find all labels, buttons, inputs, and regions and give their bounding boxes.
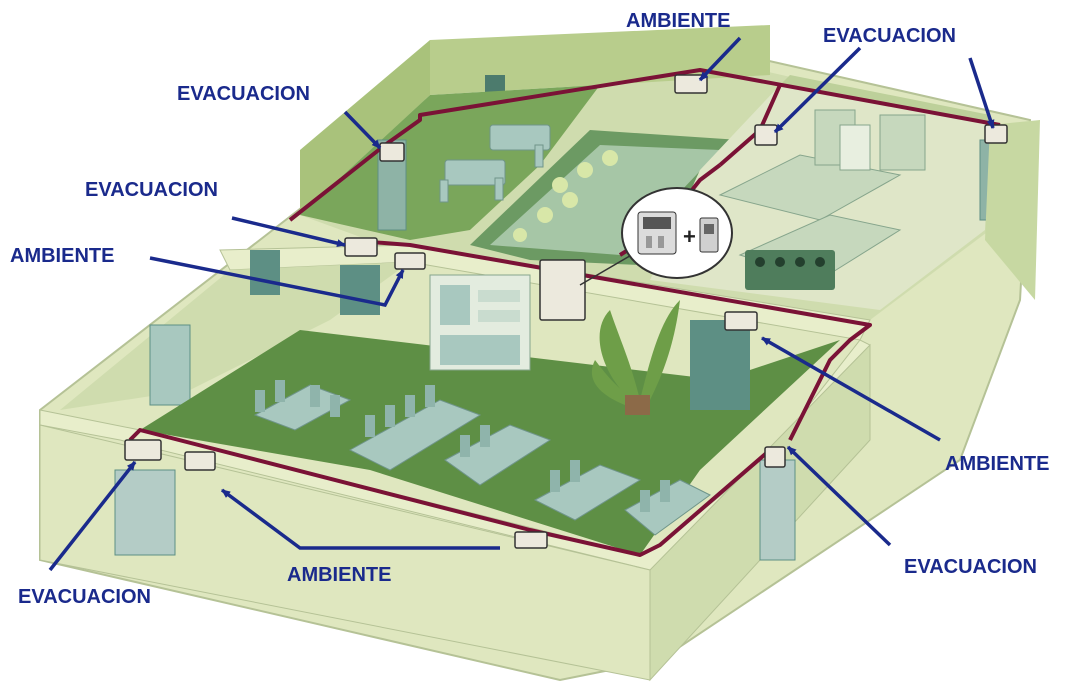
- fan-units: [124, 74, 1008, 549]
- label-ambiente-bottom: AMBIENTE: [287, 564, 391, 586]
- unit-evacuacion-top-right: [984, 124, 1008, 144]
- dining-chairs: [255, 380, 670, 512]
- unit-ambiente-front-left: [184, 451, 216, 471]
- door-right: [690, 320, 750, 410]
- back-wall-left: [300, 40, 430, 215]
- unit-ambiente-front: [514, 531, 548, 549]
- entrance-door-right: [759, 459, 796, 561]
- label-evacuacion-left: EVACUACION: [85, 179, 218, 201]
- arrow-ambiente-top: [698, 36, 742, 82]
- unit-evacuacion-top-left: [379, 142, 405, 162]
- bar-counter-top: [490, 145, 720, 255]
- bar-stools: [513, 150, 618, 242]
- arrow-evacuacion-top-left: [343, 110, 382, 150]
- arrow-ambiente-right: [761, 336, 941, 442]
- unit-evacuacion-front-left: [124, 439, 162, 461]
- right-side-wall: [985, 120, 1040, 300]
- duct-top: [288, 68, 1001, 222]
- pointer-arrows: [48, 36, 995, 572]
- duct-front: [128, 428, 772, 557]
- entrance-door-left: [114, 469, 176, 556]
- building-illustration: [39, 25, 1040, 682]
- arrow-evacuacion-left: [231, 216, 346, 248]
- lobby-door: [149, 324, 191, 406]
- annotation-labels: AMBIENTE EVACUACION EVACUACION EVACUACIO…: [10, 10, 1049, 608]
- contactor-icon: [637, 211, 677, 255]
- label-evacuacion-bottom-right: EVACUACION: [904, 556, 1037, 578]
- lobby-door-2: [340, 265, 380, 315]
- arrow-ambiente-left: [149, 256, 405, 307]
- arrow-ambiente-bottom: [220, 488, 500, 550]
- label-ambiente-right: AMBIENTE: [945, 453, 1049, 475]
- relay-module-icon: [699, 217, 719, 253]
- unit-ambiente-top: [674, 74, 708, 94]
- label-evacuacion-bottom-left: EVACUACION: [18, 586, 151, 608]
- arrow-evacuacion-top-right-a: [773, 46, 862, 134]
- unit-evacuacion-left: [344, 237, 378, 257]
- unit-ambiente-right: [724, 311, 758, 331]
- arrow-evacuacion-bottom-right: [786, 445, 892, 547]
- arrow-evacuacion-top-right-b: [968, 57, 995, 129]
- lobby-floor: [60, 262, 410, 410]
- kitchen-stove: [745, 250, 835, 290]
- label-evacuacion-top-right: EVACUACION: [823, 25, 956, 47]
- plant: [591, 300, 680, 415]
- control-callout: +: [579, 187, 733, 286]
- callout-bubble: [621, 187, 733, 279]
- unit-ambiente-left: [394, 252, 426, 270]
- unit-evacuacion-kitchen: [754, 124, 778, 146]
- lobby-picture: [250, 250, 280, 295]
- label-ambiente-left: AMBIENTE: [10, 245, 114, 267]
- bar-room-tables: [439, 124, 551, 203]
- dining-tables: [253, 384, 711, 536]
- unit-evacuacion-right: [764, 446, 786, 468]
- central-controller: [539, 259, 586, 321]
- arrow-evacuacion-bottom-left: [48, 460, 137, 572]
- label-ambiente-top: AMBIENTE: [626, 10, 730, 32]
- display-shelf: [429, 274, 531, 371]
- plus-sign: +: [683, 224, 696, 249]
- label-evacuacion-top-left: EVACUACION: [177, 83, 310, 105]
